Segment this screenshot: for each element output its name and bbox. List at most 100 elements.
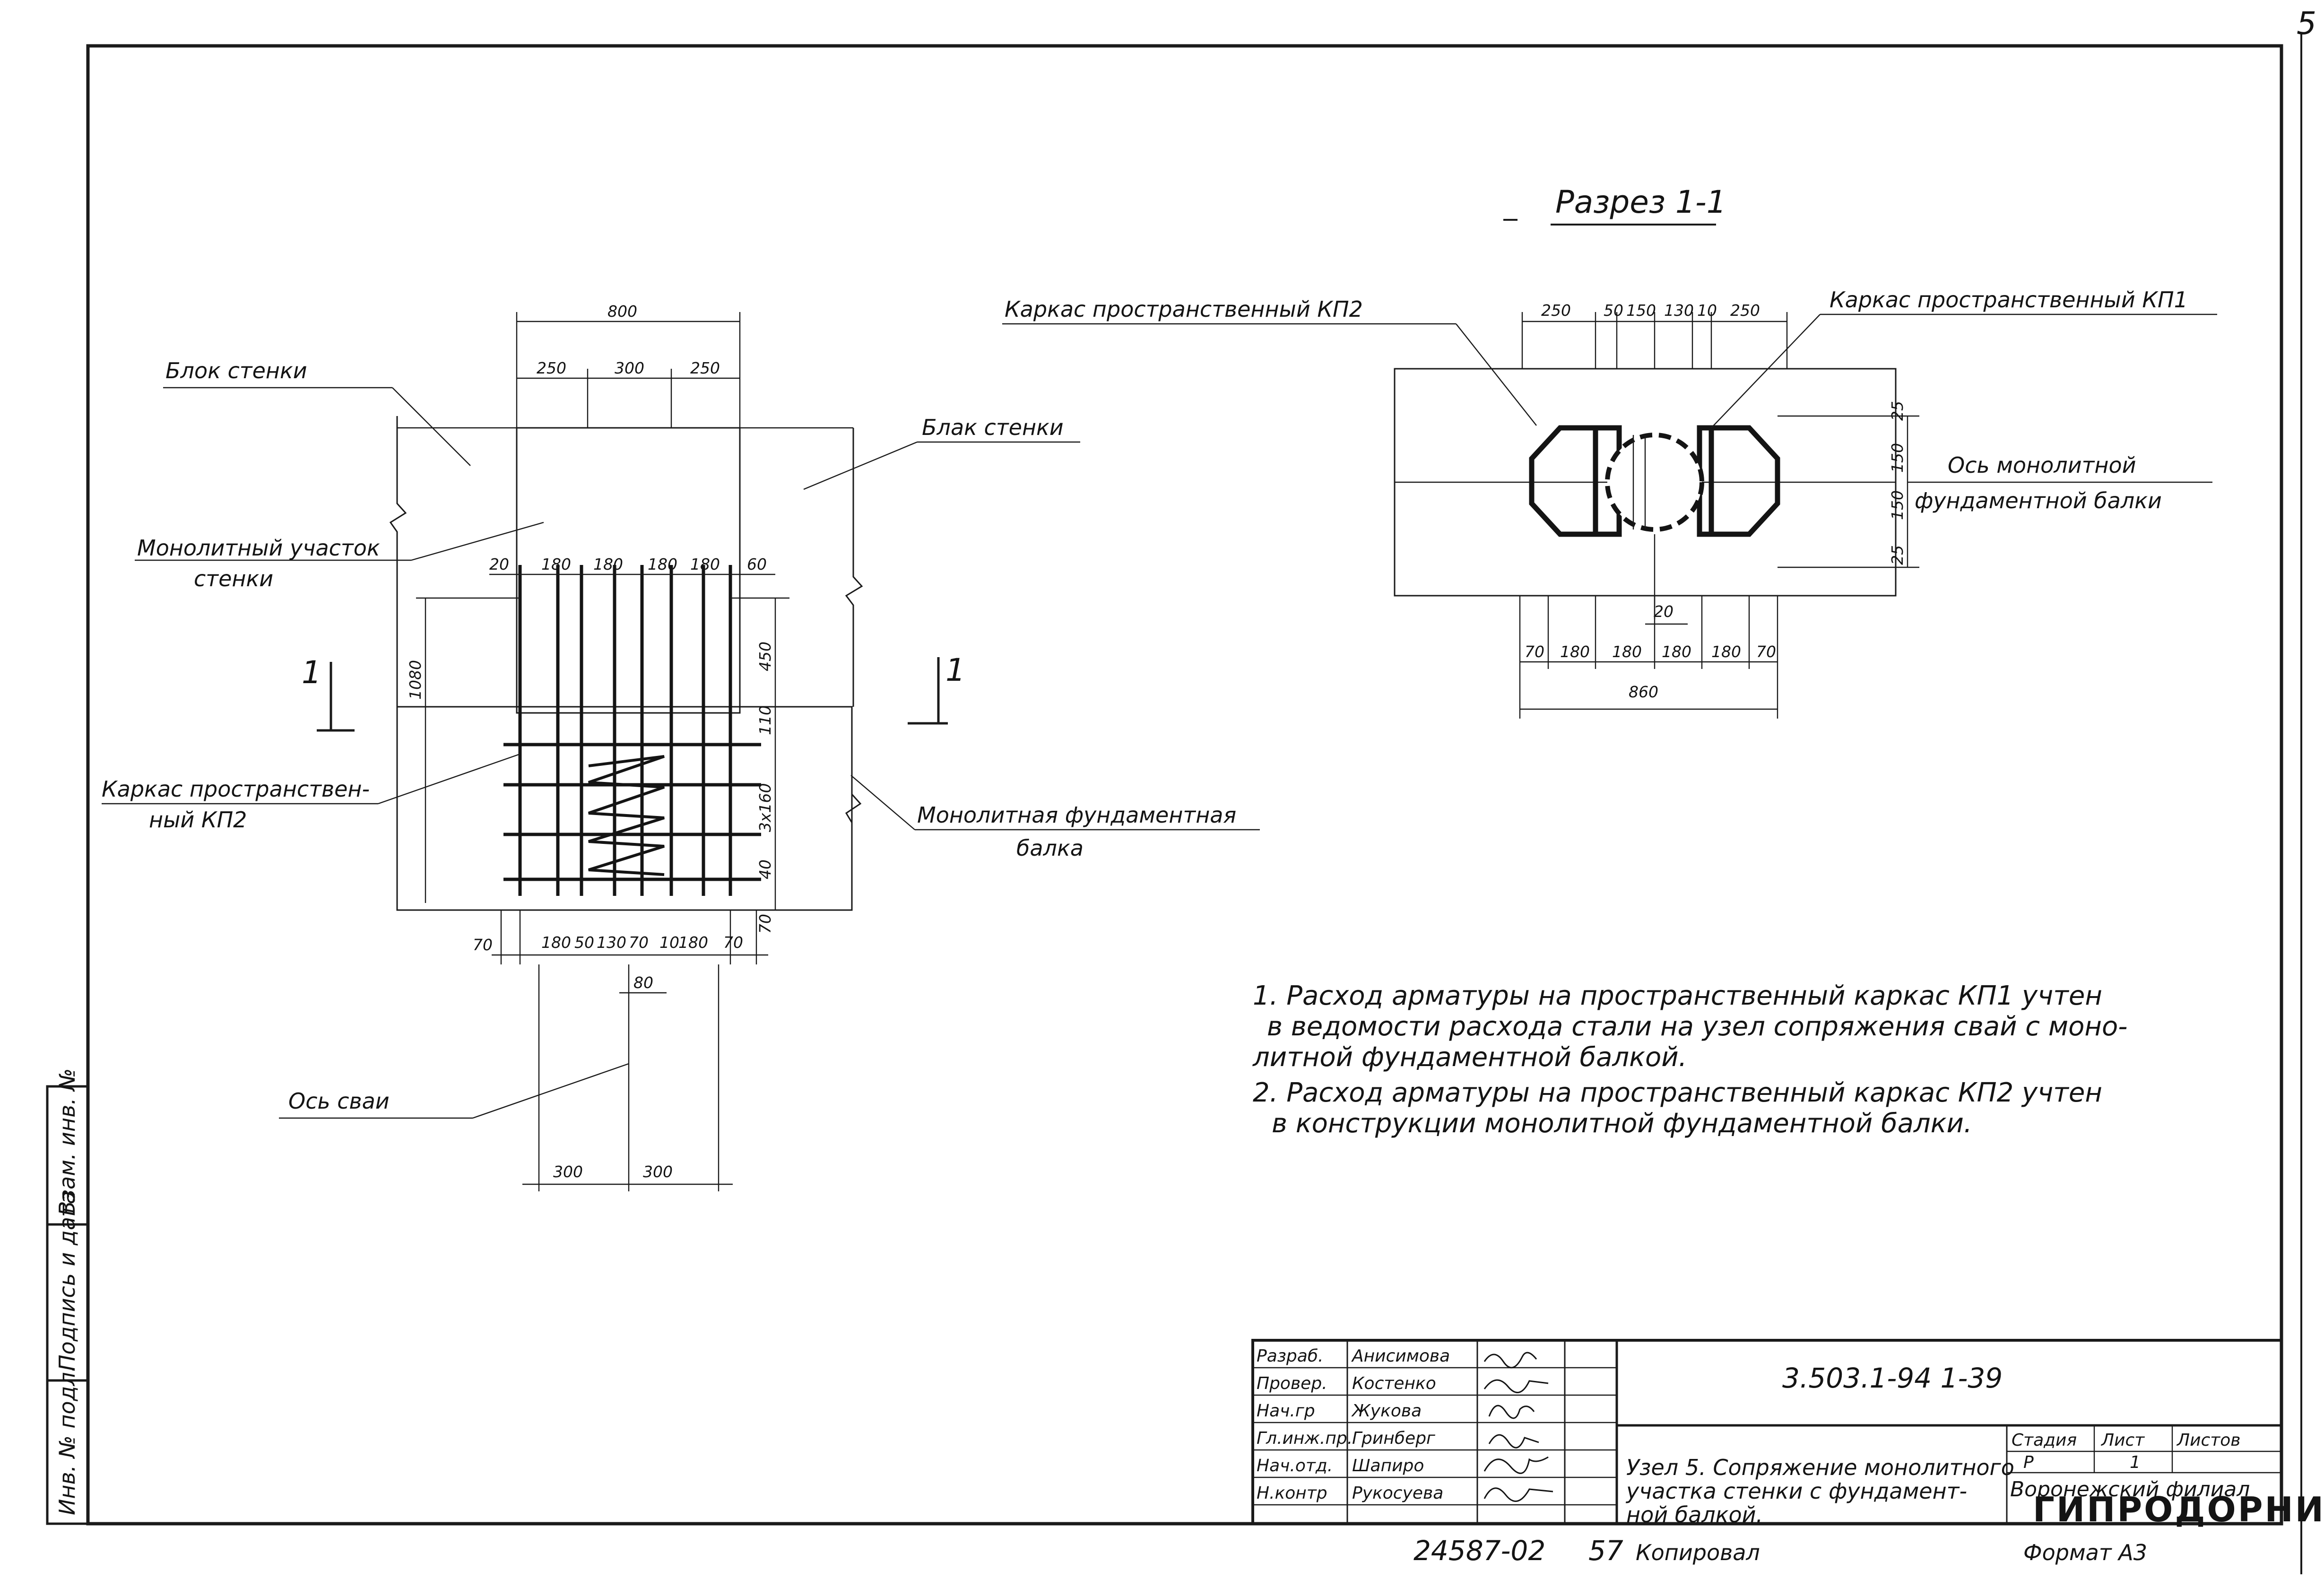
label-monolithic-2: стенки (194, 566, 273, 591)
tb-name-6: Рукосуева (1352, 1484, 1443, 1503)
sec-dim-bottom-2: 180 (1560, 642, 1590, 661)
elev-dim-mid-4: 180 (648, 555, 677, 573)
label-wall-block-right: Блак стенки (922, 415, 1064, 440)
tb-role-5: Нач.отд. (1257, 1456, 1333, 1475)
label-frame-kp2-2: ный КП2 (149, 807, 247, 833)
strip-sign-date: Подпись и дата (54, 1191, 80, 1371)
elev-dim-mid-6: 60 (747, 555, 767, 573)
cut-mark-right: 1 (945, 652, 965, 688)
section-kp1-ring (1605, 433, 1704, 532)
sec-label-kp1: Каркас пространственный КП1 (1830, 287, 2188, 312)
tb-name-4: Гринберг (1352, 1429, 1436, 1448)
tb-role-3: Нач.гр (1257, 1401, 1315, 1421)
note-2-line-2: в конструкции монолитной фундаментной ба… (1272, 1108, 1972, 1139)
sec-dim-top-4: 130 (1664, 301, 1694, 320)
elev-dim-top-2: 300 (615, 359, 644, 377)
tb-desc-3: ной балкой. (1626, 1502, 1763, 1527)
elev-dim-top-total: 800 (607, 302, 637, 321)
tb-role-6: Н.контр (1257, 1484, 1327, 1503)
sec-dim-top-5: 10 (1697, 301, 1717, 320)
elev-dim-mid-5: 180 (690, 555, 720, 573)
tb-role-2: Провер. (1257, 1374, 1327, 1393)
sheet-frame (86, 44, 2283, 1526)
sec-dim-bottom-3: 180 (1612, 642, 1642, 661)
sec-dim-right-2: 150 (1888, 443, 1907, 473)
sec-dim-bottom-5: 180 (1711, 642, 1741, 661)
elev-dim-height-mid: 110 (756, 705, 774, 735)
elev-dim-pile-1: 300 (553, 1163, 583, 1181)
footer-page: 57 (1588, 1535, 1623, 1567)
sec-dim-center-20: 20 (1654, 602, 1674, 621)
sec-dim-right-3: 150 (1888, 490, 1907, 520)
title-block: Разраб. Провер. Нач.гр Гл.инж.пр. Нач.от… (1251, 1339, 2324, 1529)
tb-doc-code: 3.503.1-94 1-39 (1782, 1362, 2003, 1394)
label-pile-axis: Ось сваи (288, 1088, 390, 1114)
label-foundation-1: Монолитная фундаментная (917, 802, 1236, 828)
elev-dim-bottom-7: 180 (678, 933, 708, 952)
section-title: Разрез 1-1 (1555, 184, 1726, 220)
label-monolithic-1: Монолитный участок (137, 535, 380, 561)
elev-dim-height-left: 1080 (406, 660, 425, 700)
sec-dim-bottom-6: 70 (1756, 642, 1776, 661)
elev-dim-height-low2: 70 (756, 914, 774, 934)
tb-role-1: Разраб. (1257, 1346, 1323, 1366)
elev-dim-bottom-4: 130 (597, 933, 626, 952)
elev-dim-mid-1: 20 (489, 555, 509, 573)
section-kp2-right (1697, 425, 1780, 537)
elev-dim-bottom-8: 70 (723, 933, 743, 952)
elev-dim-bottom-1: 70 (473, 936, 493, 954)
sec-dim-top-3: 150 (1626, 301, 1656, 320)
sec-dim-bottom-total: 860 (1629, 683, 1658, 701)
footer: 24587-02 57 Копировал Формат А3 (1413, 1535, 2147, 1567)
rebar-cage-kp2 (503, 565, 761, 896)
footer-format: Формат А3 (2023, 1540, 2147, 1565)
footer-copied: Копировал (1636, 1540, 1760, 1565)
tb-org-2: ГИПРОДОРНИИ (2033, 1490, 2324, 1529)
tb-role-4: Гл.инж.пр. (1257, 1429, 1353, 1448)
sec-dim-bottom-4: 180 (1662, 642, 1691, 661)
tb-name-2: Костенко (1352, 1374, 1436, 1393)
tb-org-1: Воронежский филиал (2010, 1477, 2250, 1501)
tb-name-5: Шапиро (1352, 1456, 1424, 1475)
tb-stage: Р (2023, 1453, 2034, 1472)
sec-dim-bottom-1: 70 (1525, 642, 1544, 661)
sec-dim-top-1: 250 (1541, 301, 1571, 320)
note-2-line-1: 2. Расход арматуры на пространственный к… (1253, 1077, 2102, 1108)
tb-stage-header: Стадия (2012, 1431, 2077, 1450)
signatures (1483, 1352, 1553, 1502)
notes: 1. Расход арматуры на пространственный к… (1252, 981, 2127, 1139)
sec-dim-right-4: 25 (1888, 545, 1907, 565)
footer-inventory: 24587-02 (1413, 1535, 1545, 1567)
elevation-view: 800 250 300 250 20 180 180 180 180 60 10… (102, 302, 1260, 1191)
sec-axis-label-1: Ось монолитной (1948, 452, 2136, 478)
label-frame-kp2-1: Каркас пространствен- (102, 776, 370, 802)
strip-replace-inv: Взам. инв. № (54, 1068, 80, 1216)
sec-label-kp2: Каркас пространственный КП2 (1005, 296, 1363, 322)
tb-sheet: 1 (2130, 1453, 2141, 1472)
sec-dim-top-6: 250 (1730, 301, 1760, 320)
section-view: Разрез 1-1 250 50 150 130 10 250 25 150 (1002, 184, 2217, 719)
elev-dim-bottom-2: 180 (541, 933, 571, 952)
label-foundation-2: балка (1016, 835, 1084, 861)
sec-dim-right-1: 25 (1888, 401, 1907, 421)
left-stamp-strip: Взам. инв. № Подпись и дата Инв. № подл. (46, 1068, 89, 1525)
elev-dim-mid-3: 180 (593, 555, 623, 573)
note-1-line-1: 1. Расход арматуры на пространственный к… (1253, 981, 2102, 1011)
tb-desc-1: Узел 5. Сопряжение монолитного (1626, 1455, 2014, 1480)
elev-dim-mid-2: 180 (541, 555, 571, 573)
elev-dim-bottom-3: 50 (574, 933, 594, 952)
note-1-line-2: в ведомости расхода стали на узел сопряж… (1267, 1011, 2127, 1042)
elev-dim-height-top: 450 (756, 642, 774, 671)
tb-name-3: Жукова (1351, 1401, 1422, 1421)
tb-sheets-header: Листов (2176, 1431, 2240, 1450)
tb-desc-2: участка стенки с фундамент- (1625, 1478, 1967, 1504)
strip-inv-original: Инв. № подл. (54, 1365, 80, 1515)
foundation-beam-hatch (396, 706, 853, 911)
elev-dim-bottom-6: 10 (659, 933, 679, 952)
tb-name-1: Анисимова (1351, 1346, 1450, 1366)
cut-mark-left: 1 (302, 654, 321, 691)
sheet-number: 5 (2297, 5, 2316, 42)
sec-axis-label-2: фундаментной балки (1915, 488, 2162, 513)
elev-dim-height-low1: 40 (756, 859, 774, 879)
